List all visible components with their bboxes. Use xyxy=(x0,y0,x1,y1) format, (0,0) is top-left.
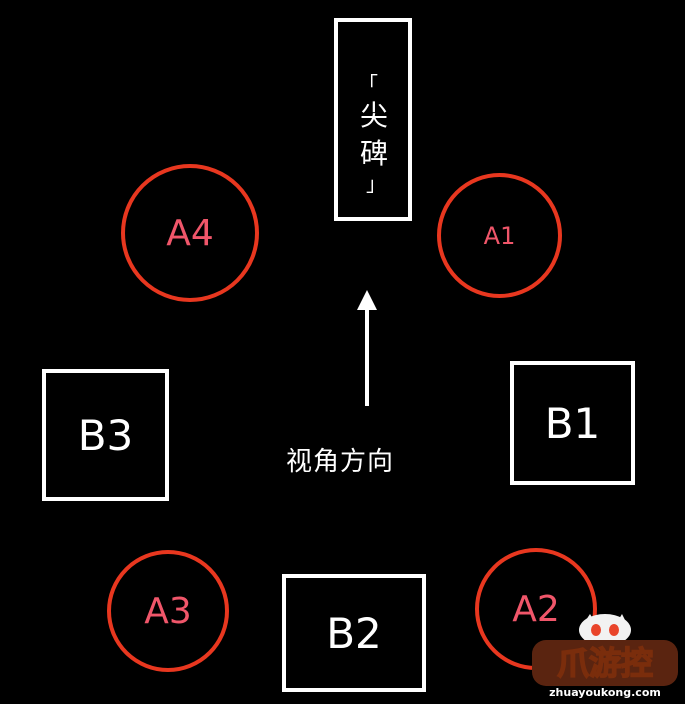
circle-a1: A1 xyxy=(437,173,562,298)
stele-box: 「 尖 碑 」 xyxy=(334,18,412,221)
box-b3-label: B3 xyxy=(77,410,134,460)
view-direction-arrow-icon xyxy=(357,290,377,406)
stele-close-bracket: 」 xyxy=(366,172,386,196)
circle-a1-label: A1 xyxy=(483,221,516,250)
stele-char-2: 碑 xyxy=(360,137,389,170)
stele-open-bracket: 「 xyxy=(358,72,378,96)
box-b3: B3 xyxy=(42,369,169,501)
box-b1-label: B1 xyxy=(544,398,601,448)
circle-a4: A4 xyxy=(121,164,259,302)
box-b1: B1 xyxy=(510,361,635,485)
stele-char-1: 尖 xyxy=(360,99,389,132)
box-b2: B2 xyxy=(282,574,426,692)
logo-brand-text: 爪游控 xyxy=(557,644,653,682)
logo-domain-text: zhuayoukong.com xyxy=(549,686,661,699)
circle-a4-label: A4 xyxy=(166,212,214,254)
circle-a3: A3 xyxy=(107,550,229,672)
view-direction-label: 视角方向 xyxy=(286,447,395,477)
circle-a3-label: A3 xyxy=(144,590,192,632)
zhuayoukong-logo: 爪游控 zhuayoukong.com xyxy=(530,612,680,700)
logo-mascot-icon: 爪游控 zhuayoukong.com xyxy=(532,614,678,699)
box-b2-label: B2 xyxy=(326,608,382,658)
circle-a2-label: A2 xyxy=(512,588,560,630)
